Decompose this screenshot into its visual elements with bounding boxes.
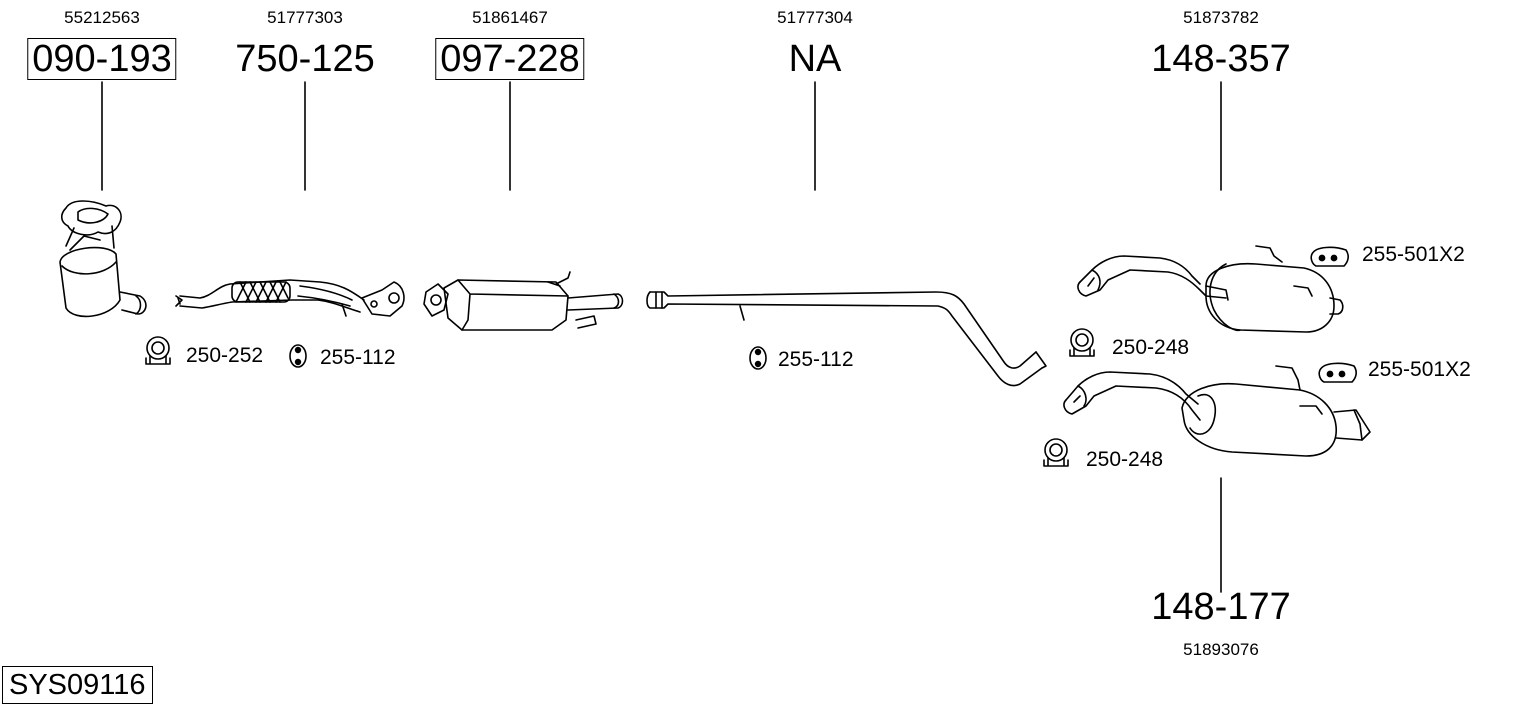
flex-pipe-part [175, 279, 405, 317]
rubber-mount-icon [749, 346, 767, 370]
accessory-label: 250-252 [186, 344, 264, 367]
oem-number: 51861467 [472, 8, 548, 27]
part-number-label: NA [788, 38, 842, 80]
accessory-label: 250-248 [1112, 336, 1190, 359]
accessory-label: 255-112 [778, 348, 854, 371]
part-number-label: 148-177 [1151, 586, 1291, 628]
oem-number: 51873782 [1183, 8, 1259, 27]
oem-number: 51777304 [777, 8, 853, 27]
oem-number: 51777303 [267, 8, 343, 27]
oem-number: 51893076 [1183, 640, 1259, 659]
hanger-bracket-icon [1318, 362, 1357, 383]
accessory-label: 250-248 [1086, 448, 1164, 471]
front-silencer-part [423, 271, 624, 331]
catalytic-converter-part [59, 200, 147, 318]
clamp-icon [1069, 328, 1095, 357]
accessory-label: 255-501X2 [1368, 358, 1471, 381]
part-number-label: 097-228 [435, 38, 585, 80]
rear-silencer-lower-part [1063, 365, 1371, 457]
middle-pipe-part [646, 291, 1047, 387]
clamp-icon [145, 336, 171, 365]
hanger-bracket-icon [1310, 246, 1349, 267]
oem-number: 55212563 [64, 8, 140, 27]
accessory-label: 255-501X2 [1362, 243, 1465, 266]
part-number-label: 148-357 [1151, 38, 1291, 80]
part-number-label: 090-193 [27, 38, 177, 80]
rear-silencer-upper-part [1077, 245, 1344, 333]
accessory-label: 255-112 [320, 346, 396, 369]
clamp-icon [1043, 438, 1069, 467]
system-code-label: SYS09116 [2, 666, 153, 704]
part-number-label: 750-125 [235, 38, 375, 80]
rubber-mount-icon [289, 344, 307, 368]
